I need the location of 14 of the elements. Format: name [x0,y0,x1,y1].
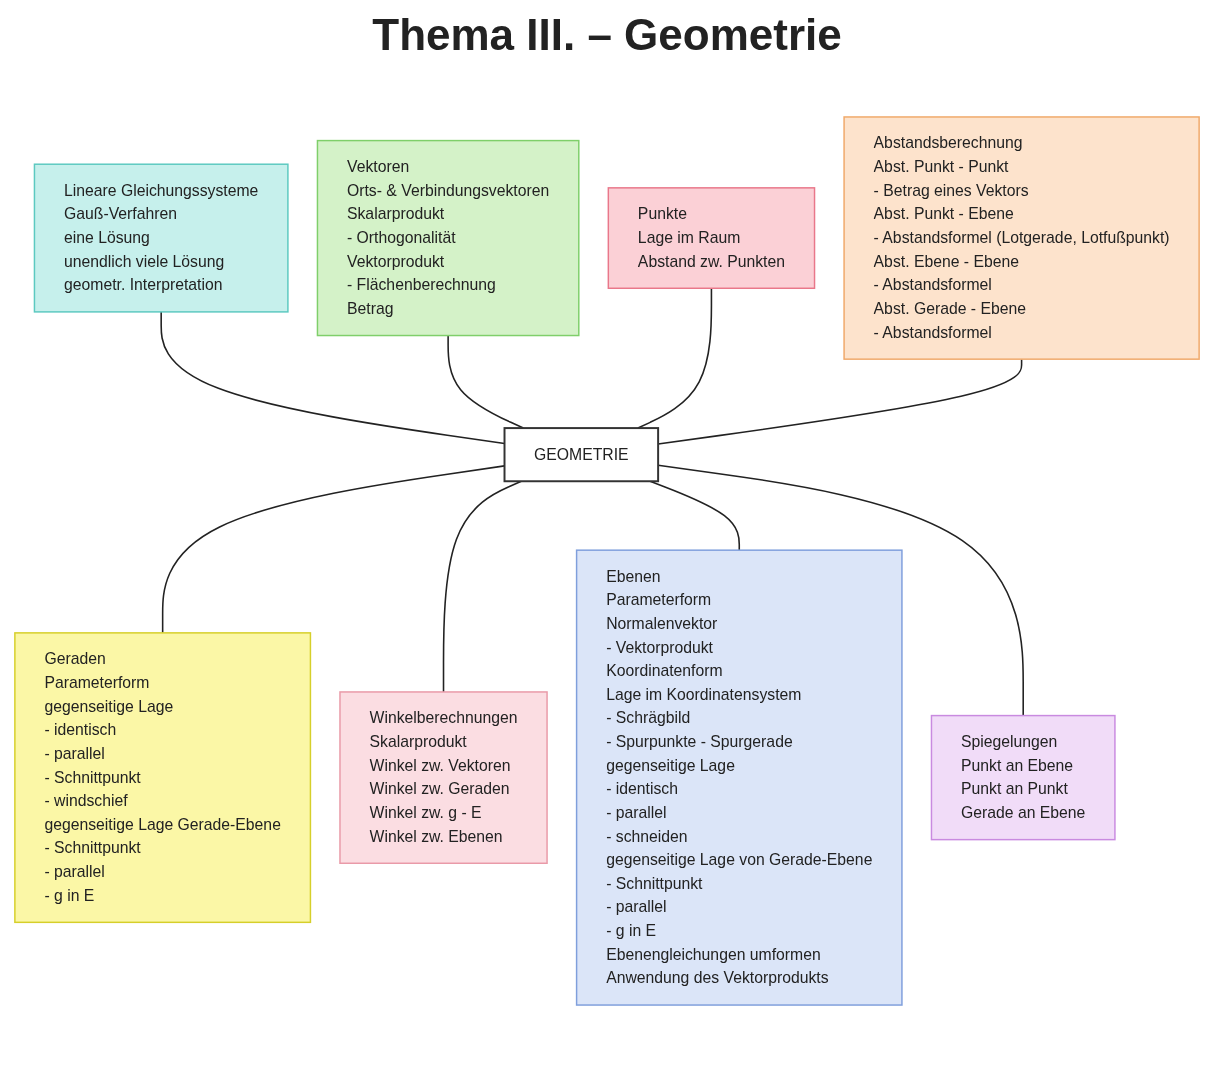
node-box: Lineare Gleichungssysteme Gauß-Verfahren eine Lösung unendlich viele Lösung geometr. Interpretation [33,163,289,313]
node-box: GEOMETRIE [503,427,660,483]
node-box: Winkelberechnungen Skalarprodukt Winkel zw. Vektoren Winkel zw. Geraden Winkel zw. g - E Winkel zw. Ebenen [339,691,548,864]
connector [637,287,713,429]
node-box: Abstandsberechnung Abst. Punkt - Punkt - Betrag eines Vektors Abst. Punkt - Ebene - Abstandsformel (Lotgerade, Lotfußpunkt) Abst. Ebene - Ebene - Abstandsformel Abst. Gerade - Ebene - Abstandsformel [843,116,1200,360]
node-box: Spiegelungen Punkt an Ebene Punkt an Punkt Gerade an Ebene [930,714,1116,841]
node-box: Ebenen Parameterform Normalenvektor - Vektorprodukt Koordinatenform Lage im Koordinatensystem - Schrägbild - Spurpunkte - Spurgerade gegenseitige Lage - identisch - parallel - schneiden gegenseitige Lage von Gerade-Ebene - Schnittpunkt - parallel - g in E Ebenengleichungen umformen Anwendung des Vektorprodukts [575,549,903,1006]
page-title: Thema III. – Geometrie [371,10,843,60]
connector [442,480,523,693]
node-box: Punkte Lage im Raum Abstand zw. Punkten [607,187,816,289]
node-box: Vektoren Orts- & Verbindungsvektoren Skalarprodukt - Orthogonalität Vektorprodukt - Flächenberechnung Betrag [316,139,580,337]
connector [447,334,525,429]
connector [649,480,741,551]
node-box: Geraden Parameterform gegenseitige Lage - identisch - parallel - Schnittpunkt - windschief gegenseitige Lage Gerade-Ebene - Schnittpunkt - parallel - g in E [14,632,312,924]
